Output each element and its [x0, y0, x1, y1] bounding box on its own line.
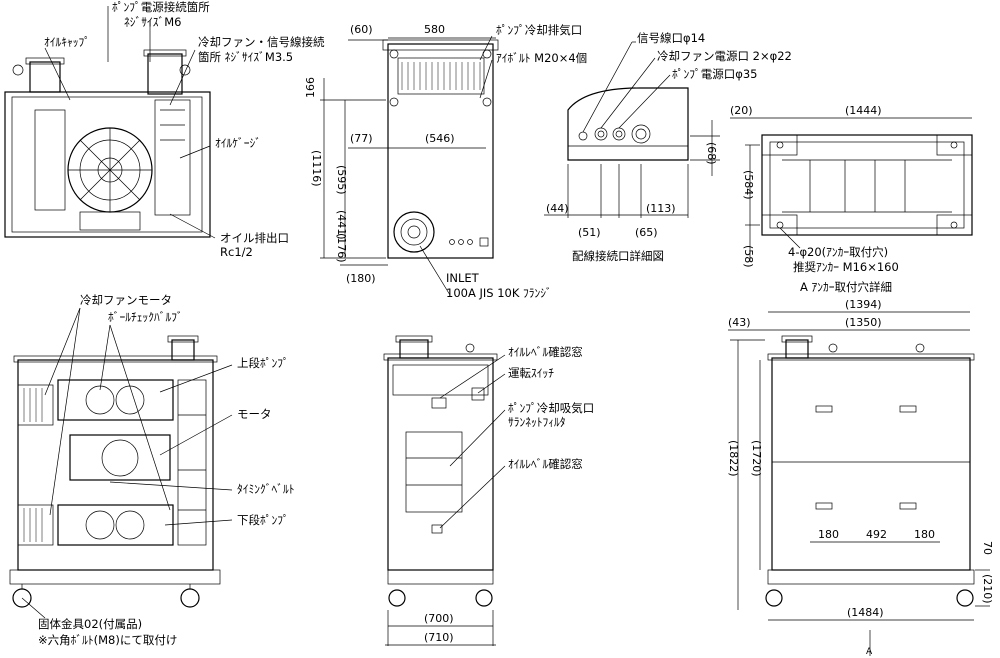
dim-584: (584): [742, 170, 755, 200]
dim-58: (58): [742, 245, 755, 268]
cooling-fan-motor-label: 冷却ファンモータ: [80, 293, 172, 307]
dim-1394: (1394): [845, 298, 882, 311]
dim-180-a: 180: [818, 528, 839, 541]
inlet-label: INLET: [446, 271, 480, 285]
top-view: [382, 39, 499, 259]
fan-signal-screw-label: 箇所 ﾈｼﾞｻｲｽﾞM3.5: [198, 50, 293, 64]
end-view-internal: [4, 49, 211, 238]
dim-1484: (1484): [847, 606, 884, 619]
eyebolt-label: ｱｲﾎﾞﾙﾄ M20×4個: [496, 51, 587, 65]
ball-check-valve-label: ﾎﾞｰﾙﾁｪｯｸﾊﾞﾙﾌﾞ: [108, 310, 183, 324]
dim-20: (20): [730, 104, 753, 117]
timing-belt-label: ﾀｲﾐﾝｸﾞﾍﾞﾙﾄ: [237, 482, 295, 496]
dim-441: (441): [335, 210, 348, 240]
dim-1822: (1822): [727, 440, 740, 477]
dim-210: (210): [981, 574, 994, 604]
dim-710: (710): [424, 631, 454, 644]
anchor-hole-detail: [761, 134, 973, 236]
signal-port-label: 信号線口φ14: [637, 31, 705, 45]
side-view-external: [765, 335, 975, 607]
upper-pump-label: 上段ﾎﾟﾝﾌﾟ: [237, 356, 289, 370]
dim-546: (546): [425, 132, 455, 145]
dim-43: (43): [728, 316, 751, 329]
anchor-detail-title: A ｱﾝｶｰ取付穴詳細: [800, 280, 892, 294]
dim-595: (595): [335, 165, 348, 195]
pump-cooling-exhaust-label: ﾎﾟﾝﾌﾟ冷却排気口: [496, 23, 582, 37]
inlet-spec-label: 100A JIS 10K ﾌﾗﾝｼﾞ: [446, 286, 552, 300]
motor-label: モータ: [237, 407, 272, 421]
side-view-internal: [9, 335, 221, 608]
view-a-label: A: [866, 647, 873, 657]
anchor-detail-dimension-lines: [730, 117, 972, 262]
dim-580: 580: [424, 23, 445, 36]
dim-176: (176): [335, 233, 348, 263]
dim-70: 70: [981, 541, 994, 555]
dim-180-b: 180: [914, 528, 935, 541]
dim-113: (113): [646, 202, 676, 215]
anchor-recommended-label: 推奨ｱﾝｶｰ M16×160: [793, 260, 899, 274]
saran-filter-label: ｻﾗﾝﾈｯﾄﾌｨﾙﾀ: [508, 415, 566, 429]
wiring-port-detail: [567, 87, 689, 161]
front-view: [383, 335, 498, 607]
pump-power-screw-label: ﾈｼﾞｻｲｽﾞM6: [124, 15, 182, 29]
dim-1350: (1350): [845, 316, 882, 329]
fixing-bolt-note: ※六角ﾎﾞﾙﾄ(M8)にて取付け: [38, 633, 177, 647]
pump-cooling-intake-label: ﾎﾟﾝﾌﾟ冷却吸気口: [508, 401, 594, 415]
dim-60: (60): [350, 23, 373, 36]
dim-180-top: (180): [346, 272, 376, 285]
dim-68: (68): [705, 142, 718, 165]
pump-power-connection-label: ﾎﾟﾝﾌﾟ電源接続箇所: [112, 0, 210, 14]
pump-power-port-label: ﾎﾟﾝﾌﾟ電源口φ35: [672, 67, 757, 81]
leader-lines-end-view: [44, 6, 216, 239]
dim-166: 166: [304, 77, 317, 98]
oil-level-window-2-label: ｵｲﾙﾚﾍﾞﾙ確認窓: [508, 457, 583, 471]
oil-drain-label: オイル排出口: [220, 231, 289, 245]
front-view-leaders: [385, 354, 506, 646]
top-view-dimension-lines: [320, 35, 496, 296]
fan-signal-connection-label: 冷却ファン・信号線接続: [198, 35, 325, 49]
side-view-external-dimension-lines: [728, 311, 990, 656]
fixing-bracket-label: 固体金具02(付属品): [38, 617, 142, 631]
oil-gauge-label: ｵｲﾙｹﾞｰｼﾞ: [215, 136, 261, 150]
anchor-holes-label: 4-φ20(ｱﾝｶｰ取付穴): [788, 245, 888, 259]
side-view-leaders: [21, 307, 233, 619]
oil-cap-label: ｵｲﾙｷｬｯﾌﾟ: [44, 35, 90, 49]
dim-44: (44): [546, 202, 569, 215]
dim-1116: (1116): [310, 150, 323, 187]
wiring-detail-title: 配線接続口詳細図: [572, 249, 664, 263]
lower-pump-label: 下段ﾎﾟﾝﾌﾟ: [237, 513, 289, 527]
dim-65: (65): [635, 226, 658, 239]
dim-492: 492: [866, 528, 887, 541]
run-switch-label: 運転ｽｲｯﾁ: [508, 366, 554, 380]
dim-1444: (1444): [845, 104, 882, 117]
fan-power-port-label: 冷却ファン電源口 2×φ22: [657, 49, 792, 63]
dim-77: (77): [350, 132, 373, 145]
dim-700: (700): [424, 612, 454, 625]
dim-1720: (1720): [750, 440, 763, 477]
wiring-detail-leaders: [544, 41, 720, 218]
oil-level-window-1-label: ｵｲﾙﾚﾍﾞﾙ確認窓: [508, 345, 583, 359]
oil-drain-size-label: Rc1/2: [220, 245, 253, 259]
dim-51: (51): [578, 226, 601, 239]
